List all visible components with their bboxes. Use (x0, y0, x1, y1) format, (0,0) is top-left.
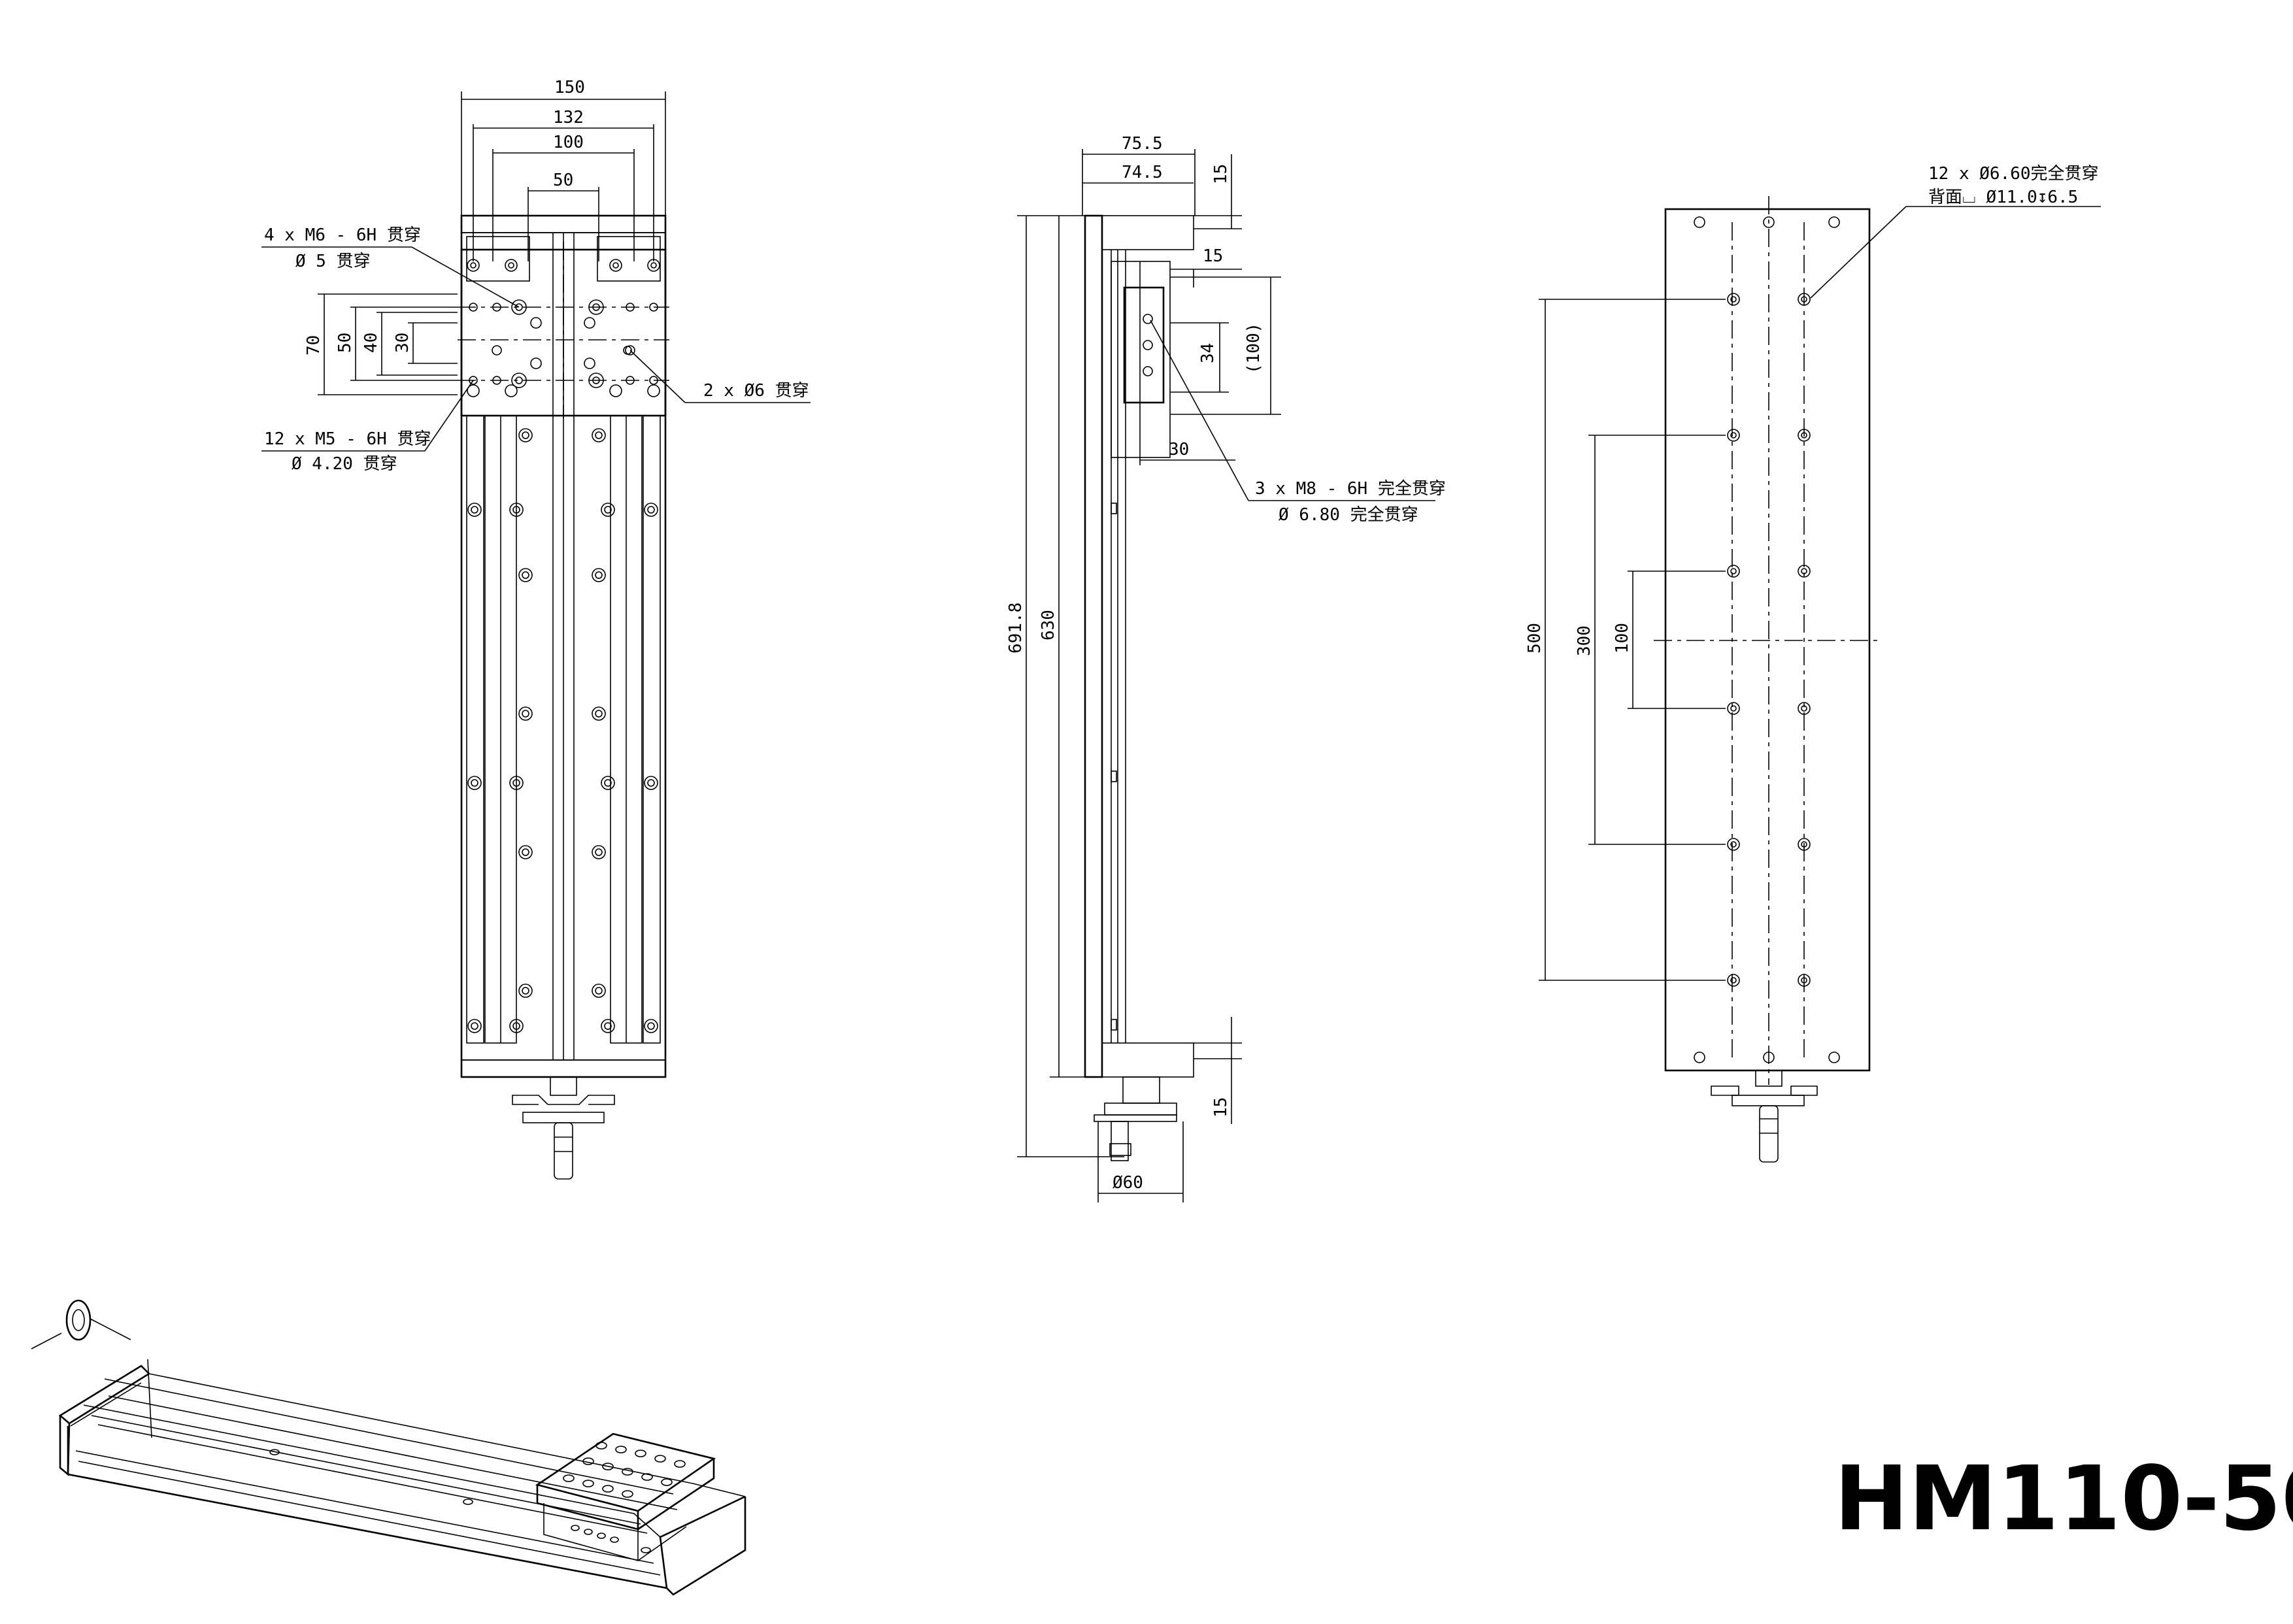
dim-15-horiz: 15 (1203, 246, 1223, 266)
dim-70: 70 (304, 335, 324, 356)
dim-100-bottom: 100 (1613, 623, 1632, 654)
dim-15-bottom: 15 (1211, 1097, 1231, 1118)
bottom-handwheel (1711, 1070, 1818, 1163)
side-handwheel (1094, 1076, 1177, 1161)
dim-50: 50 (553, 171, 573, 190)
dim-15-top: 15 (1211, 164, 1231, 184)
dim-phi-60: Ø60 (1113, 1173, 1143, 1193)
dim-300: 300 (1575, 625, 1594, 656)
note-m5-line2: Ø 4.20 贯穿 (292, 454, 397, 474)
note-hole-line1: 12 x Ø6.60完全贯穿 (1928, 164, 2099, 184)
note-m6-line2: Ø 5 贯穿 (295, 252, 371, 271)
dim-30: 30 (393, 333, 412, 353)
front-handwheel (512, 1076, 615, 1180)
dim-630: 630 (1039, 610, 1058, 640)
side-dimensions: 75.5 74.5 15 15 (100) 34 30 691.8 (1006, 134, 1281, 1202)
dim-34: 34 (1198, 343, 1218, 363)
bottom-view: 500 300 100 12 x Ø6.60完全贯穿 背面⌴ Ø11.0↧6.5 (1525, 164, 2101, 1163)
dim-100: 100 (553, 133, 584, 152)
bottom-dimensions: 500 300 100 (1525, 299, 1726, 981)
dim-40: 40 (361, 333, 381, 353)
front-notes: 4 x M6 - 6H 贯穿 Ø 5 贯穿 2 x Ø6 贯穿 12 x M5 … (261, 225, 811, 474)
side-view: 75.5 74.5 15 15 (100) 34 30 691.8 (1006, 134, 1446, 1202)
side-notes: 3 x M8 - 6H 完全贯穿 Ø 6.80 完全贯穿 (1150, 320, 1446, 525)
bottom-notes: 12 x Ø6.60完全贯穿 背面⌴ Ø11.0↧6.5 (1810, 164, 2101, 299)
note-pin-hole: 2 x Ø6 贯穿 (703, 381, 809, 401)
bottom-base-outline (1664, 208, 1871, 1072)
isometric-view (31, 1299, 746, 1596)
rail-holes (467, 428, 658, 1033)
dim-74-5: 74.5 (1122, 163, 1163, 182)
iso-plate-holes (563, 1442, 686, 1543)
front-dimensions: 150 132 100 50 70 50 40 (304, 78, 666, 395)
dim-500: 500 (1525, 623, 1545, 654)
note-hole-line2: 背面⌴ Ø11.0↧6.5 (1928, 188, 2078, 207)
dim-50-vert: 50 (335, 333, 355, 353)
model-title: HM110-500 (1834, 1448, 2293, 1551)
note-m6-line1: 4 x M6 - 6H 贯穿 (264, 225, 421, 245)
dim-150: 150 (554, 78, 585, 97)
note-m5-line1: 12 x M5 - 6H 贯穿 (264, 429, 431, 449)
dim-100-ref: (100) (1244, 323, 1264, 374)
note-m8-line2: Ø 6.80 完全贯穿 (1279, 505, 1418, 525)
dim-691-8: 691.8 (1006, 603, 1026, 654)
side-base-outline (1084, 214, 1103, 1078)
dim-30-horiz: 30 (1169, 440, 1189, 459)
dim-75-5: 75.5 (1122, 134, 1163, 154)
note-m8-line1: 3 x M8 - 6H 完全贯穿 (1255, 479, 1446, 499)
dim-132: 132 (553, 108, 584, 127)
side-carriage (1123, 286, 1165, 404)
bottom-holes (1694, 216, 1840, 1063)
front-view: 150 132 100 50 70 50 40 (261, 78, 811, 1180)
